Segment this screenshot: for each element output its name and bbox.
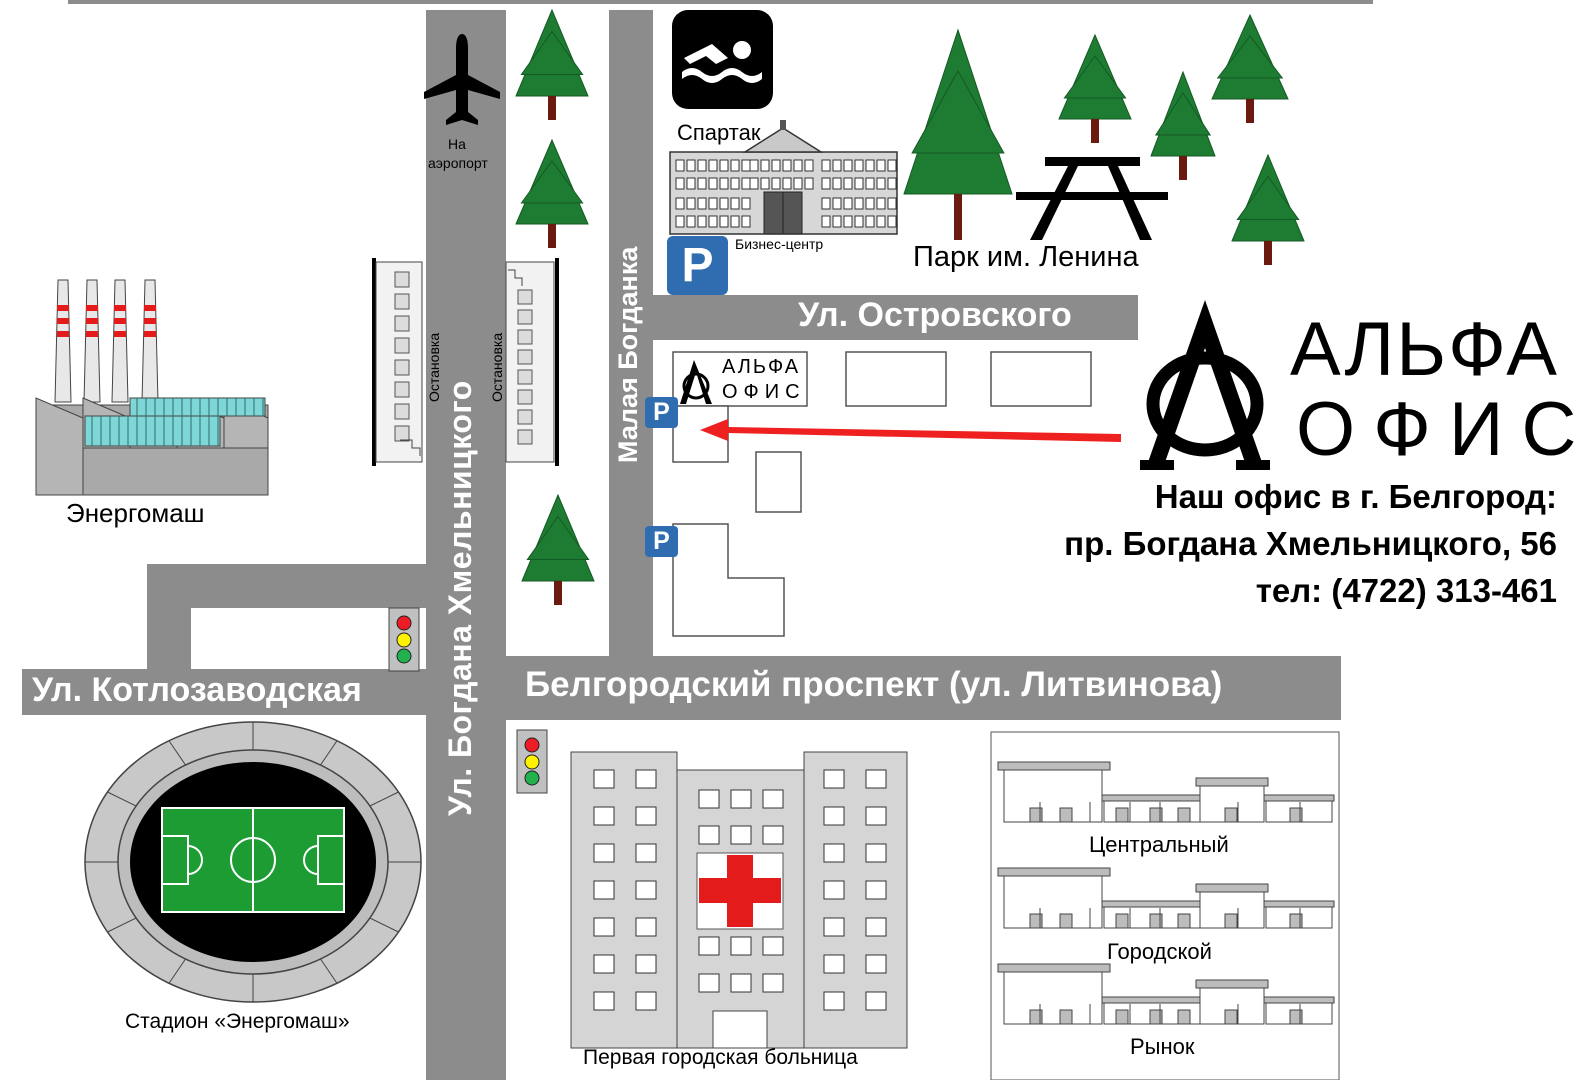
tree-icon: [1058, 33, 1132, 143]
road-ostrovskogo: [653, 295, 1138, 340]
spartak-label: Спартак: [677, 120, 761, 145]
road-label-belgorodsky: Белгородский проспект (ул. Литвинова): [525, 665, 1223, 704]
alfa-office-building: [672, 351, 1092, 637]
market-building: [997, 867, 1335, 929]
traffic-light-icon: [516, 729, 548, 794]
market-label-1: Центральный: [1089, 832, 1229, 857]
business-center-building: [669, 120, 898, 235]
road-label-malaya-bogdanka: Малая Богданка: [613, 246, 643, 463]
office-address: пр. Богдана Хмельницкого, 56: [1064, 525, 1557, 562]
direction-arrow: [700, 419, 1121, 442]
tree-icon: [903, 28, 1013, 240]
markets-panel: [990, 731, 1340, 1080]
tree-icon: [521, 493, 595, 605]
office-phone: тел: (4722) 313-461: [1255, 572, 1557, 609]
traffic-light-icon: [388, 607, 420, 672]
small-logo-line2: ОФИС: [722, 381, 806, 403]
parking-icon: P: [667, 236, 728, 295]
logo-line2: ОФИС: [1296, 387, 1587, 472]
alfa-logo-mark: [1140, 300, 1270, 470]
bus-stop-right-label: Остановка: [489, 332, 505, 402]
energomash-label: Энергомаш: [66, 498, 205, 528]
road-label-ostrovskogo: Ул. Островского: [798, 296, 1072, 334]
factory-energomash: [35, 279, 269, 496]
bus-stop-right: [505, 258, 559, 466]
market-building: [997, 963, 1335, 1025]
tree-icon: [515, 8, 589, 120]
roads: [22, 10, 1341, 1080]
market-label-2: Городской: [1107, 939, 1212, 964]
road-kotlozavodskaya: [22, 669, 426, 715]
park-label: Парк им. Ленина: [913, 241, 1139, 273]
small-logo-mark: [680, 360, 712, 404]
market-building: [997, 761, 1335, 823]
airport-label-line1: На: [448, 136, 466, 152]
road-khmelnitskogo: [426, 10, 506, 1080]
stadium-label: Стадион «Энергомаш»: [125, 1010, 350, 1033]
hospital-label: Первая городская больница: [583, 1046, 858, 1069]
road-belgorodsky: [506, 656, 1341, 720]
road-connector-down: [147, 564, 191, 674]
road-connector: [147, 564, 426, 608]
tree-icon: [1150, 70, 1216, 180]
airplane-icon: [424, 34, 500, 125]
business-center-label: Бизнес-центр: [735, 236, 824, 252]
market-label-3: Рынок: [1130, 1034, 1195, 1059]
tree-icon: [515, 138, 589, 248]
logo-line1: АЛЬФА: [1290, 307, 1559, 392]
trees: [515, 8, 1305, 605]
stadium-energomash: [84, 721, 422, 1003]
hospital-building: [570, 751, 908, 1049]
road-label-kotlozavodskaya: Ул. Котлозаводская: [32, 671, 362, 709]
swimming-icon: [672, 10, 773, 109]
tree-icon: [1211, 13, 1289, 123]
small-logo-line1: АЛЬФА: [722, 356, 801, 378]
picnic-table-icon: [1016, 157, 1168, 240]
airport-label-line2: аэропорт: [428, 155, 488, 171]
road-label-khmelnitskogo: Ул. Богдана Хмельницкого: [442, 380, 478, 816]
bus-stop-left: [372, 258, 423, 466]
tree-icon: [1231, 153, 1305, 265]
bus-stop-left-label: Остановка: [426, 332, 442, 402]
top-road-edge: [68, 0, 1373, 4]
parking-icon: P: [645, 526, 678, 557]
hospital-cross-icon: [699, 855, 781, 927]
office-heading: Наш офис в г. Белгород:: [1154, 478, 1557, 515]
parking-icon: P: [645, 397, 678, 428]
